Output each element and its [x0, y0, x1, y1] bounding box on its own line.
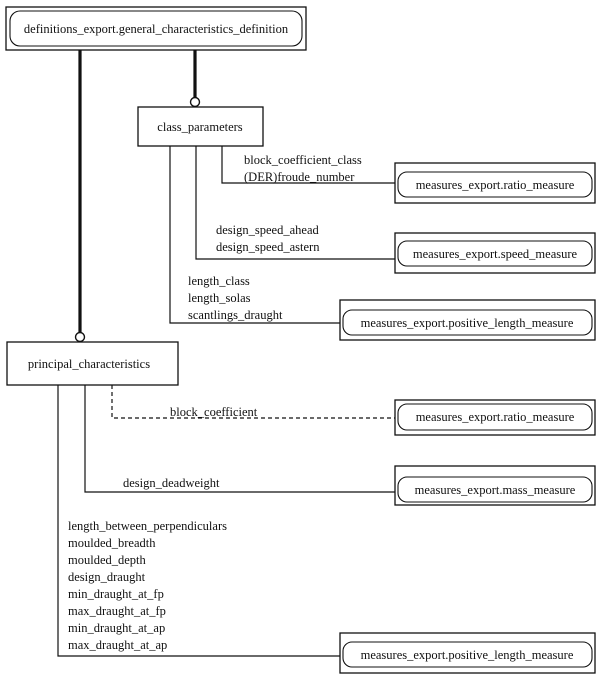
type-label-mass-measure: measures_export.mass_measure — [415, 483, 576, 497]
type-box-speed-measure[interactable]: measures_export.speed_measure — [394, 232, 596, 274]
attr-design-speed-ahead: design_speed_ahead — [216, 223, 319, 237]
attr-length-class: length_class — [188, 274, 250, 288]
entity-class-parameters[interactable]: class_parameters — [137, 106, 264, 147]
entity-general-characteristics-definition[interactable]: definitions_export.general_characteristi… — [5, 6, 307, 51]
relation-line-design-deadweight — [84, 385, 395, 493]
relation-line-block-coefficient — [111, 385, 395, 419]
type-label-ratio-measure-1: measures_export.ratio_measure — [416, 178, 575, 192]
attr-min-draught-at-ap: min_draught_at_ap — [68, 621, 165, 635]
attr-block-coefficient-class: block_coefficient_class — [244, 153, 362, 167]
type-box-ratio-measure-2[interactable]: measures_export.ratio_measure — [394, 399, 596, 436]
attr-max-draught-at-ap: max_draught_at_ap — [68, 638, 167, 652]
entity-label-principal-characteristics: principal_characteristics — [28, 357, 150, 371]
relation-line-length-class — [169, 146, 340, 324]
attribute-labels: block_coefficient_class (DER)froude_numb… — [68, 153, 362, 652]
type-label-positive-length-measure-2: measures_export.positive_length_measure — [361, 648, 574, 662]
relationship-end-circle-class-parameters — [189, 96, 201, 108]
type-label-positive-length-measure-1: measures_export.positive_length_measure — [361, 316, 574, 330]
attr-scantlings-draught: scantlings_draught — [188, 308, 283, 322]
relation-line-length-between-perpendiculars — [57, 385, 340, 657]
type-box-positive-length-measure-1[interactable]: measures_export.positive_length_measure — [339, 299, 596, 341]
relation-line-block-coefficient-class — [221, 146, 395, 184]
attr-length-solas: length_solas — [188, 291, 251, 305]
attr-design-speed-astern: design_speed_astern — [216, 240, 320, 254]
entity-principal-characteristics[interactable]: principal_characteristics — [6, 341, 179, 386]
relationship-lines — [57, 50, 395, 657]
attr-moulded-breadth: moulded_breadth — [68, 536, 156, 550]
entity-label-class-parameters: class_parameters — [157, 120, 243, 134]
relationship-end-circle-principal — [74, 331, 86, 343]
type-label-ratio-measure-2: measures_export.ratio_measure — [416, 410, 575, 424]
relation-line-design-speed — [195, 146, 395, 260]
attr-length-between-perpendiculars: length_between_perpendiculars — [68, 519, 227, 533]
type-box-ratio-measure-1[interactable]: measures_export.ratio_measure — [394, 162, 596, 204]
attr-design-deadweight: design_deadweight — [123, 476, 220, 490]
type-box-positive-length-measure-2[interactable]: measures_export.positive_length_measure — [339, 632, 596, 674]
attr-moulded-depth: moulded_depth — [68, 553, 147, 567]
type-label-speed-measure: measures_export.speed_measure — [413, 247, 578, 261]
entity-label-general-definition: definitions_export.general_characteristi… — [24, 22, 289, 36]
attr-min-draught-at-fp: min_draught_at_fp — [68, 587, 164, 601]
attr-froude-number: (DER)froude_number — [244, 170, 355, 184]
attr-design-draught: design_draught — [68, 570, 146, 584]
type-box-mass-measure[interactable]: measures_export.mass_measure — [394, 465, 596, 506]
attr-block-coefficient: block_coefficient — [170, 405, 258, 419]
attr-max-draught-at-fp: max_draught_at_fp — [68, 604, 166, 618]
